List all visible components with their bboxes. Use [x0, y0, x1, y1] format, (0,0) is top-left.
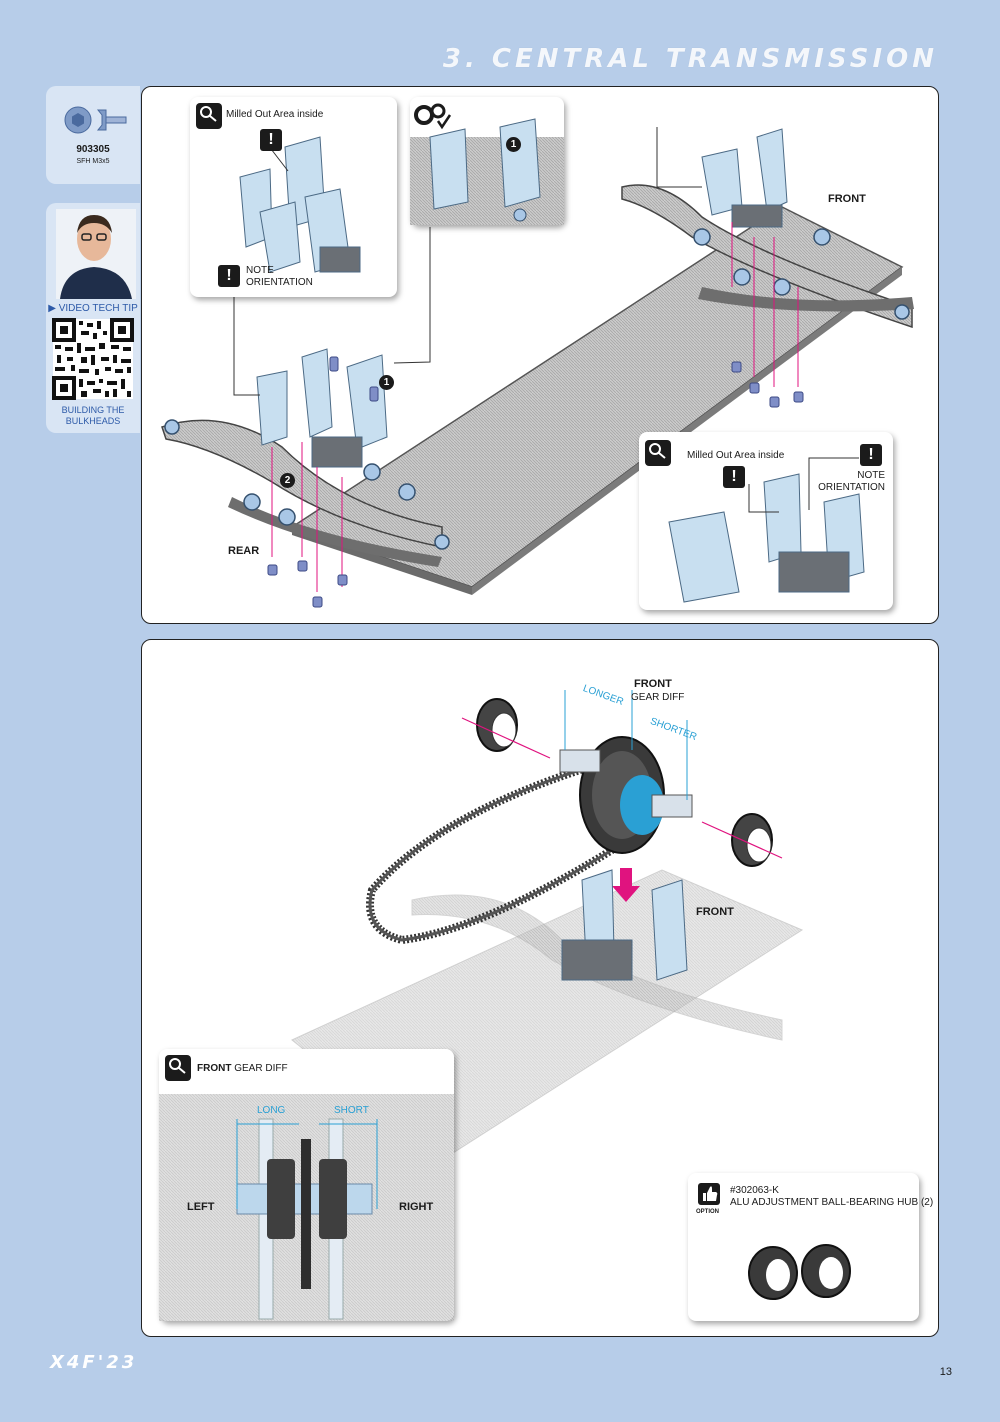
detail-callout-rear-bulkhead: Milled Out Area inside ! ! NOTE ORIENTAT…	[190, 97, 397, 297]
warning-icon: !	[260, 129, 282, 151]
bulkhead-tool-detail-drawing	[410, 103, 564, 225]
gear-diff-spacing-detail-drawing	[159, 1055, 454, 1321]
warning-icon: !	[723, 466, 745, 488]
front-direction-label: FRONT	[828, 193, 866, 205]
page-number: 13	[939, 1366, 952, 1378]
screw-icon	[64, 106, 127, 134]
detail-magnifier-icon	[645, 440, 671, 466]
front-bulkhead-detail-drawing	[645, 440, 865, 603]
video-tip-title: BUILDING THE BULKHEADS	[61, 405, 125, 426]
qr-code-icon[interactable]	[46, 203, 140, 403]
detail-title: FRONT GEAR DIFF	[197, 1063, 288, 1074]
detail-callout-front-bulkhead: Milled Out Area inside ! ! NOTE ORIENTAT…	[639, 432, 893, 610]
screw-part-card: 903305 SFH M3x5	[46, 86, 140, 184]
ball-bearing-hub-right	[731, 813, 773, 867]
page-title: 3. CENTRAL TRANSMISSION	[442, 44, 938, 74]
step-number-badge: 1	[379, 375, 394, 390]
ball-bearing-hub-left	[476, 698, 518, 752]
option-label: OPTION	[696, 1209, 720, 1215]
detail-magnifier-icon	[165, 1055, 191, 1081]
settings-gear-icon	[414, 103, 452, 130]
option-ball-bearing-hub-drawing	[698, 1183, 851, 1300]
bulkhead-assembly-panel: Milled Out Area inside ! ! NOTE ORIENTAT…	[141, 86, 939, 624]
brand-logo: X4F'23	[50, 1352, 138, 1373]
warning-icon: !	[860, 444, 882, 466]
option-part-description: ALU ADJUSTMENT BALL-BEARING HUB (2)	[730, 1197, 934, 1208]
step-number-badge: 2	[280, 473, 295, 488]
rear-direction-label: REAR	[228, 545, 260, 557]
note-orientation-label: NOTE ORIENTATION	[818, 470, 885, 493]
long-dimension-label: LONG	[257, 1105, 286, 1116]
milled-out-area-label: Milled Out Area inside	[226, 109, 324, 120]
milled-out-area-label: Milled Out Area inside	[687, 450, 785, 461]
front-gear-diff-detail-callout: FRONT GEAR DIFF LONG SHORT LEFT RIGHT	[159, 1049, 454, 1321]
step-number-badge: 1	[506, 137, 521, 152]
short-dimension-label: SHORT	[334, 1105, 369, 1116]
right-side-label: RIGHT	[399, 1201, 434, 1213]
left-side-label: LEFT	[187, 1201, 215, 1213]
option-part-callout: OPTION #302063-K ALU ADJUSTMENT BALL-BEA…	[688, 1173, 933, 1321]
presenter-photo	[56, 209, 136, 299]
video-tech-tip-card[interactable]: ▶ VIDEO TECH TIP	[46, 203, 140, 433]
front-direction-label: FRONT	[696, 906, 734, 918]
rear-bulkhead-detail-drawing	[196, 103, 361, 273]
video-tip-label: ▶ VIDEO TECH TIP	[48, 303, 138, 314]
warning-icon: !	[218, 265, 240, 287]
front-gear-diff-title: FRONT	[634, 678, 672, 690]
option-part-number: #302063-K	[730, 1185, 779, 1196]
front-gear-diff-subtitle: GEAR DIFF	[631, 692, 685, 703]
tool-callout: 1	[410, 97, 564, 225]
gear-diff-installation-panel: FRONT GEAR DIFF LONGER SHORTER FRONT FRO	[141, 639, 939, 1337]
part-description: SFH M3x5	[76, 158, 110, 165]
thumbs-up-icon	[698, 1183, 720, 1205]
chassis-bulkhead-illustration	[161, 127, 914, 608]
note-orientation-label: NOTE ORIENTATION	[246, 265, 313, 288]
detail-magnifier-icon	[196, 103, 222, 129]
part-number: 903305	[76, 144, 110, 155]
